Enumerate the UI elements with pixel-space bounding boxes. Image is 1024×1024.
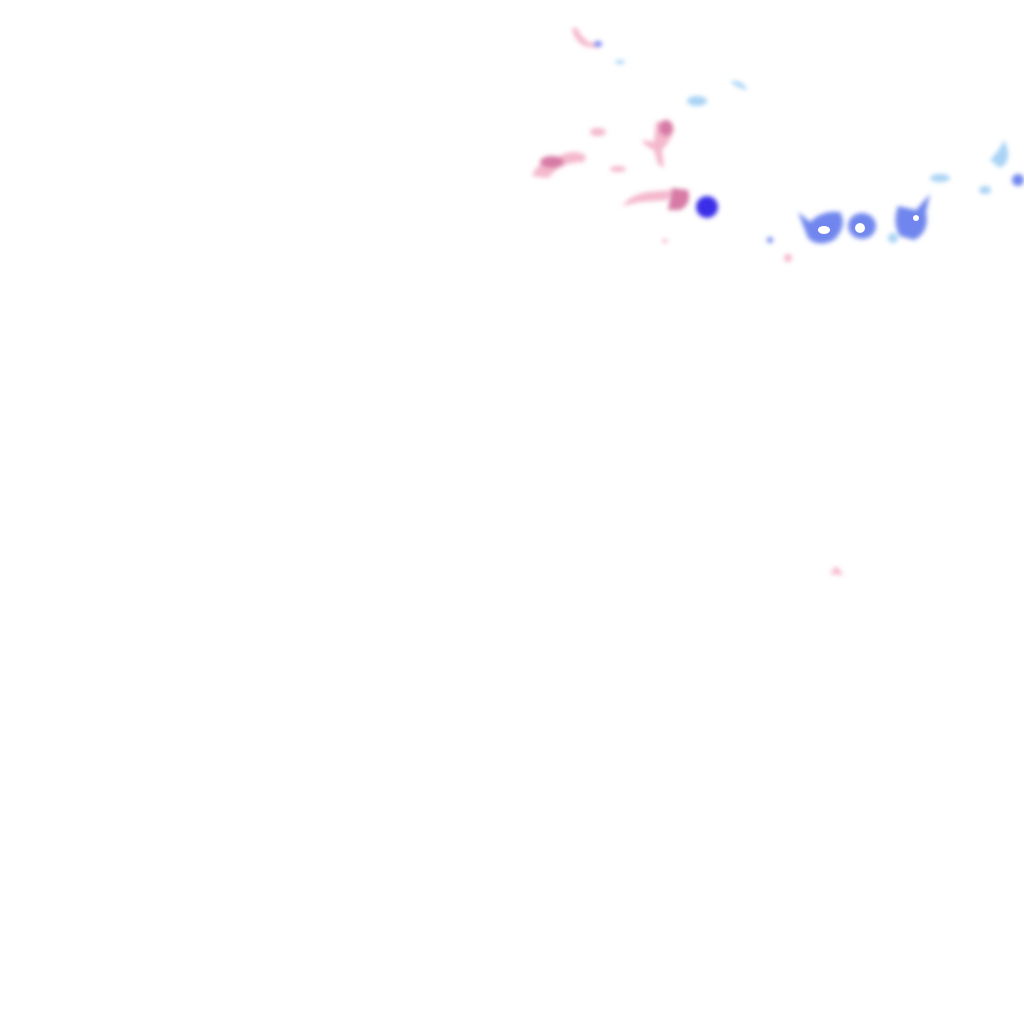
rain-cell [594,41,602,47]
rain-cell-gap [855,223,865,233]
mixed-cell [784,254,792,262]
rain-cell [1012,174,1024,186]
rain-cell [930,174,950,182]
mixed-cell [830,566,844,575]
mixed-cell [540,156,564,168]
rain-cell-gap [913,215,919,221]
rain-cell [888,233,898,243]
mixed-cell [659,120,673,136]
mixed-cell [662,239,668,243]
mixed-cell [572,27,600,48]
rain-cell [687,96,707,106]
mixed-cell [622,190,672,206]
rain-cell [990,140,1009,168]
rain-cell-gap [818,226,830,234]
mixed-cell [610,166,626,172]
mixed-cell [668,188,689,210]
rain-cell [767,237,773,243]
rain-cell [979,186,991,194]
rain-cell [730,81,748,90]
rain-cell [615,60,625,64]
rain-cell [696,196,718,218]
mixed-cell [590,128,606,136]
rain-cell [895,194,930,240]
